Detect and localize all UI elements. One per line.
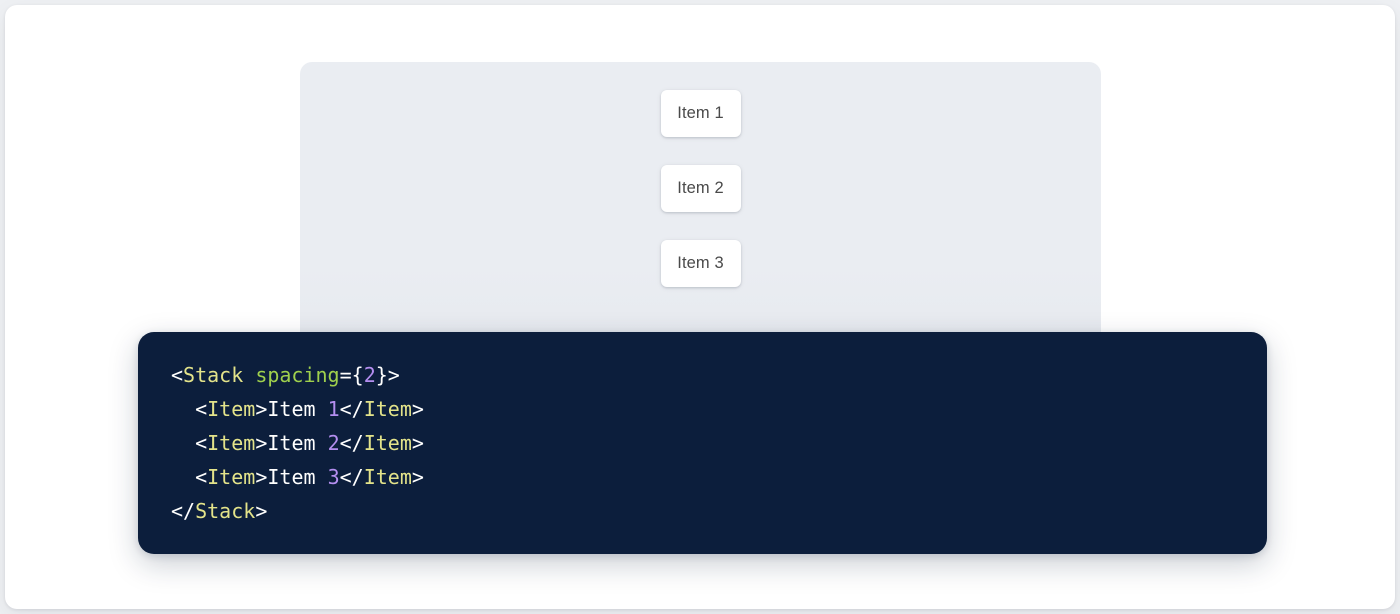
code-token-punct: < (195, 465, 208, 489)
code-token-tag: Item (363, 465, 412, 489)
code-token-text: Item (267, 397, 328, 421)
code-token-text: Item (267, 431, 328, 455)
code-token-punct (243, 363, 255, 387)
code-token-text: Item (267, 465, 328, 489)
code-token-punct: < (171, 363, 184, 387)
stack-item-label: Item 3 (677, 254, 724, 272)
stack-item[interactable]: Item 1 (660, 90, 741, 137)
code-token-tag: Stack (195, 499, 256, 523)
code-token-punct: ={ (339, 363, 364, 387)
code-token-punct: > (255, 499, 268, 523)
code-token-punct: </ (171, 499, 196, 523)
stack-item[interactable]: Item 3 (660, 240, 741, 287)
code-token-punct: > (255, 465, 268, 489)
code-token-num: 2 (363, 363, 376, 387)
code-token-punct: < (195, 431, 208, 455)
code-snippet-text: <Stack spacing={2}> <Item>Item 1</Item> … (171, 358, 1267, 528)
code-token-num: 2 (327, 431, 340, 455)
stack-item-label: Item 1 (677, 104, 724, 122)
stack-item-label: Item 2 (677, 179, 724, 197)
code-line: <Item>Item 1</Item> (171, 392, 1267, 426)
code-token-tag: Item (207, 431, 256, 455)
code-line: <Stack spacing={2}> (171, 358, 1267, 392)
code-token-punct: > (411, 431, 424, 455)
code-line: <Item>Item 3</Item> (171, 460, 1267, 494)
code-token-attr: spacing (255, 363, 340, 387)
code-token-punct: </ (339, 431, 364, 455)
code-token-punct: </ (339, 465, 364, 489)
code-token-punct: </ (339, 397, 364, 421)
code-token-tag: Item (207, 465, 256, 489)
code-token-tag: Stack (183, 363, 244, 387)
code-token-punct: }> (375, 363, 400, 387)
code-token-tag: Item (207, 397, 256, 421)
code-token-punct: > (411, 465, 424, 489)
code-token-punct: > (255, 431, 268, 455)
code-line: </Stack> (171, 494, 1267, 528)
code-token-punct: > (411, 397, 424, 421)
code-token-num: 1 (327, 397, 340, 421)
code-token-punct: < (195, 397, 208, 421)
code-line: <Item>Item 2</Item> (171, 426, 1267, 460)
code-snippet-block[interactable]: <Stack spacing={2}> <Item>Item 1</Item> … (138, 332, 1267, 554)
code-token-num: 3 (327, 465, 340, 489)
stack-preview: Item 1 Item 2 Item 3 (300, 62, 1101, 287)
code-token-punct: > (255, 397, 268, 421)
code-token-tag: Item (363, 397, 412, 421)
code-token-tag: Item (363, 431, 412, 455)
stack-item[interactable]: Item 2 (660, 165, 741, 212)
